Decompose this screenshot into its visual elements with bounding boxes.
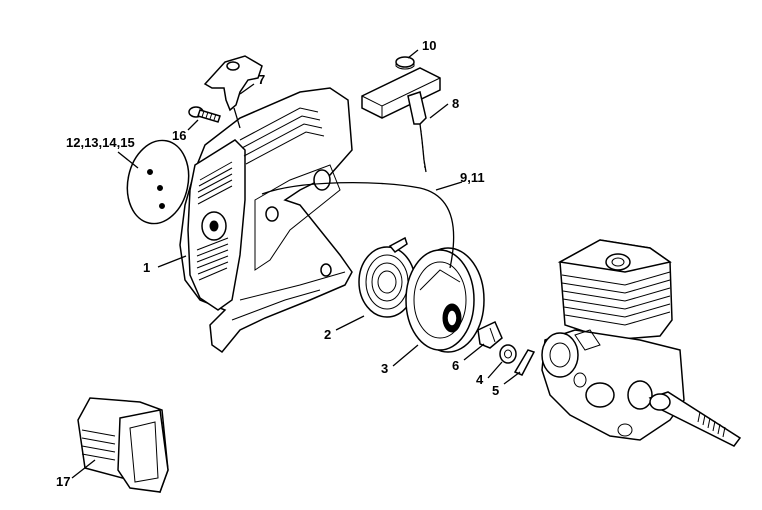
rope-rotor-part [405,247,485,353]
label-part-6: 6 [452,358,459,373]
starter-rope-part [261,181,455,269]
fan-housing-part [179,87,353,354]
cover-plate-part [126,139,190,225]
label-part-9-11: 9,11 [460,170,485,185]
leader-lines [71,49,521,479]
label-part-3: 3 [381,361,388,376]
washer-part [499,344,517,364]
screw-part [188,106,221,123]
label-part-5: 5 [492,383,499,398]
label-part-1: 1 [143,260,150,275]
label-part-7: 7 [258,72,265,87]
label-part-10: 10 [422,38,436,53]
intake-boot-part [77,397,169,493]
spring-clip-part [513,349,536,376]
pawl-part [477,320,503,349]
starter-grip-alt-part [361,67,441,173]
label-part-2: 2 [324,327,331,342]
label-part-16: 16 [172,128,186,143]
cap-part [395,56,415,70]
label-part-17: 17 [56,474,70,489]
callout-labels: 1 2 3 4 5 6 7 8 9,11 10 12,13,14,15 16 1… [56,38,499,489]
engine-assembly [541,239,742,447]
label-part-12-15: 12,13,14,15 [66,135,135,150]
label-part-8: 8 [452,96,459,111]
starter-grip-part [203,55,263,129]
label-part-4: 4 [476,372,484,387]
